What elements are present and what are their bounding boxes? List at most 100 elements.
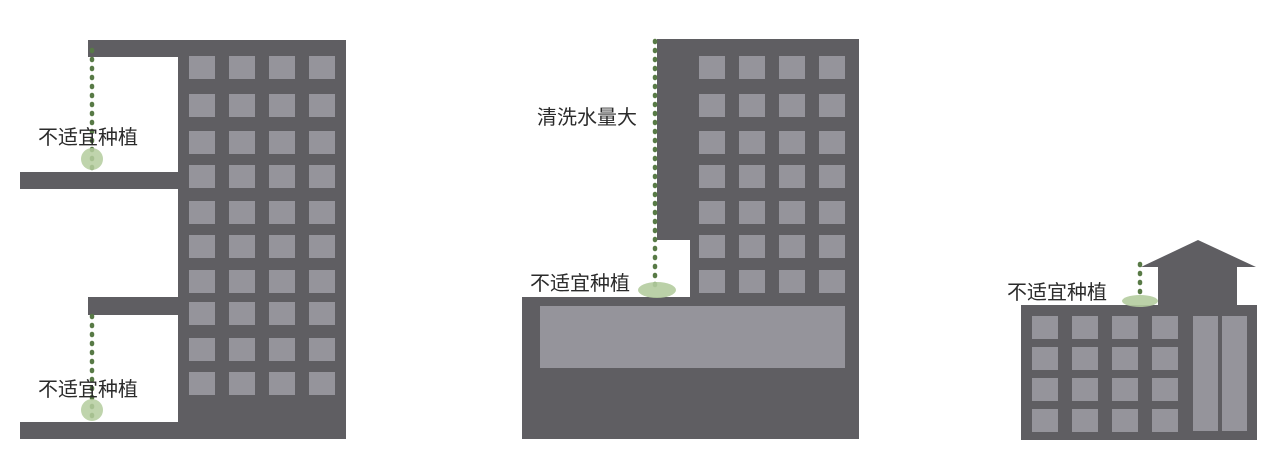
window xyxy=(269,372,295,395)
right-roof-box xyxy=(1158,266,1237,306)
window xyxy=(1072,378,1098,401)
window xyxy=(1032,378,1058,401)
window xyxy=(269,235,295,258)
planter xyxy=(81,399,103,421)
window xyxy=(1072,316,1098,339)
window xyxy=(779,201,805,224)
window xyxy=(819,201,845,224)
window xyxy=(1152,316,1178,339)
window xyxy=(779,270,805,293)
window xyxy=(739,235,765,258)
window xyxy=(269,165,295,188)
window xyxy=(739,131,765,154)
label-heavy-washing: 清洗水量大 xyxy=(537,105,637,129)
window xyxy=(819,94,845,117)
window xyxy=(309,94,335,117)
window xyxy=(739,56,765,79)
window xyxy=(1112,409,1138,432)
window xyxy=(699,165,725,188)
vine-left-lower xyxy=(81,313,103,421)
right-building-windows xyxy=(1032,316,1178,432)
window xyxy=(779,131,805,154)
window xyxy=(1112,378,1138,401)
window xyxy=(699,201,725,224)
window xyxy=(699,56,725,79)
planter xyxy=(638,282,676,298)
window xyxy=(819,56,845,79)
right-roof xyxy=(1141,240,1256,267)
window xyxy=(269,338,295,361)
window xyxy=(229,165,255,188)
left-building-windows xyxy=(189,56,335,395)
window xyxy=(309,235,335,258)
window xyxy=(229,94,255,117)
window xyxy=(1112,347,1138,370)
window xyxy=(1152,347,1178,370)
right-tall-window xyxy=(1222,316,1247,431)
panel-middle-building xyxy=(522,39,859,439)
label-unsuitable-middle: 不适宜种植 xyxy=(530,271,630,295)
vine-right xyxy=(1122,261,1158,307)
window xyxy=(189,94,215,117)
window xyxy=(229,338,255,361)
window xyxy=(189,201,215,224)
window xyxy=(189,372,215,395)
window xyxy=(309,270,335,293)
window xyxy=(189,270,215,293)
planter xyxy=(81,148,103,170)
window xyxy=(229,201,255,224)
label-unsuitable-lower: 不适宜种植 xyxy=(38,377,138,401)
window xyxy=(189,56,215,79)
window xyxy=(739,270,765,293)
window xyxy=(229,131,255,154)
window xyxy=(819,165,845,188)
window xyxy=(189,338,215,361)
window xyxy=(269,270,295,293)
window xyxy=(699,131,725,154)
window xyxy=(309,56,335,79)
vine-middle xyxy=(638,38,676,298)
window xyxy=(309,338,335,361)
window xyxy=(699,235,725,258)
window xyxy=(309,165,335,188)
panel-left-building xyxy=(20,40,346,439)
window xyxy=(269,302,295,325)
window xyxy=(819,235,845,258)
right-tall-window xyxy=(1193,316,1218,431)
window xyxy=(269,94,295,117)
window xyxy=(699,94,725,117)
window xyxy=(779,56,805,79)
left-building-body xyxy=(20,40,346,439)
window xyxy=(309,372,335,395)
label-unsuitable-upper: 不适宜种植 xyxy=(38,125,138,149)
middle-building-windows xyxy=(699,56,845,293)
window xyxy=(739,94,765,117)
label-unsuitable-right: 不适宜种植 xyxy=(1007,280,1107,304)
window xyxy=(269,56,295,79)
window xyxy=(309,302,335,325)
window xyxy=(779,165,805,188)
window xyxy=(189,131,215,154)
window xyxy=(229,372,255,395)
panel-right-building xyxy=(1021,240,1257,440)
middle-podium-band xyxy=(540,306,845,368)
window xyxy=(229,270,255,293)
window xyxy=(779,94,805,117)
window xyxy=(1152,409,1178,432)
window xyxy=(1112,316,1138,339)
window xyxy=(739,165,765,188)
vine-left-upper xyxy=(81,47,103,171)
window xyxy=(189,165,215,188)
window xyxy=(699,270,725,293)
window xyxy=(189,235,215,258)
window xyxy=(1152,378,1178,401)
window xyxy=(269,131,295,154)
window xyxy=(309,201,335,224)
window xyxy=(229,302,255,325)
window xyxy=(1032,409,1058,432)
window xyxy=(1072,347,1098,370)
window xyxy=(739,201,765,224)
window xyxy=(1032,316,1058,339)
planter xyxy=(1122,295,1158,307)
